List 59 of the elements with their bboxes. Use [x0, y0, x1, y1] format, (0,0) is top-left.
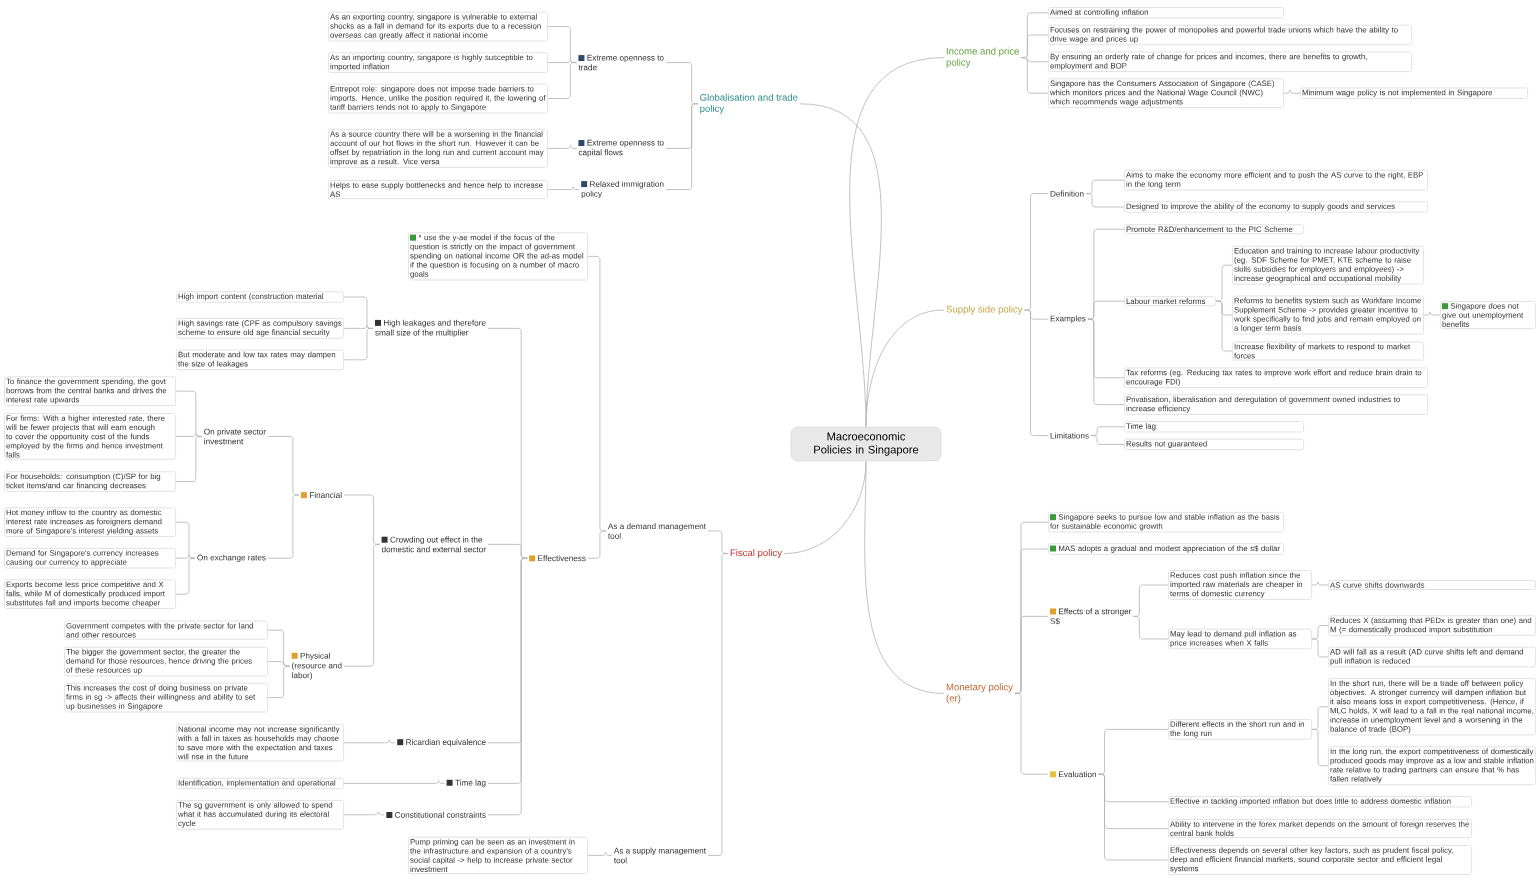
- connector: [343, 328, 374, 361]
- connector: [864, 460, 945, 694]
- connector: [267, 436, 300, 496]
- connector: [267, 661, 290, 667]
- connector: [343, 325, 374, 329]
- connector: [587, 530, 607, 559]
- connector: [1311, 581, 1329, 586]
- connector: [783, 460, 867, 554]
- connector: [547, 59, 577, 63]
- connector: [1283, 89, 1301, 94]
- connector: [1024, 309, 1049, 436]
- connector: [1090, 426, 1125, 436]
- connector: [487, 544, 528, 559]
- connector: [1024, 193, 1049, 311]
- connector: [1087, 300, 1125, 320]
- connector: [587, 256, 607, 532]
- connector: [707, 553, 729, 856]
- connector: [665, 62, 699, 105]
- connector: [343, 296, 374, 329]
- connector: [343, 494, 380, 545]
- connector: [665, 103, 699, 190]
- connector: [547, 62, 577, 99]
- connector: [343, 739, 396, 744]
- connector: [175, 554, 196, 559]
- connector: [267, 629, 290, 667]
- connector: [1085, 179, 1125, 194]
- connector: [1215, 264, 1233, 302]
- connector: [175, 436, 203, 482]
- connector: [175, 557, 196, 595]
- connector: [1132, 616, 1169, 640]
- connector: [1098, 729, 1169, 775]
- connector: [865, 309, 945, 428]
- connector: [343, 780, 445, 784]
- connector: [1014, 693, 1049, 775]
- connector: [1311, 625, 1329, 640]
- connector: [547, 145, 577, 149]
- connector: [1098, 773, 1169, 861]
- connector: [1090, 435, 1125, 445]
- connector: [1311, 729, 1329, 767]
- connector: [175, 521, 196, 559]
- connector: [707, 530, 729, 554]
- connector: [587, 852, 613, 856]
- connector: [1132, 584, 1169, 617]
- connector: [547, 26, 577, 63]
- connector: [1087, 318, 1125, 405]
- connector: [1423, 311, 1441, 316]
- connector: [267, 665, 290, 698]
- connector: [343, 544, 380, 667]
- connector: [1311, 706, 1329, 730]
- connector: [1020, 34, 1049, 58]
- connector: [175, 433, 203, 437]
- connector: [547, 186, 580, 190]
- connector: [343, 811, 385, 816]
- connector: [267, 494, 300, 559]
- connector: [1215, 300, 1233, 352]
- connector: [1311, 638, 1329, 658]
- connector: [1085, 193, 1125, 208]
- connector: [1020, 57, 1049, 94]
- connector: [1014, 616, 1049, 694]
